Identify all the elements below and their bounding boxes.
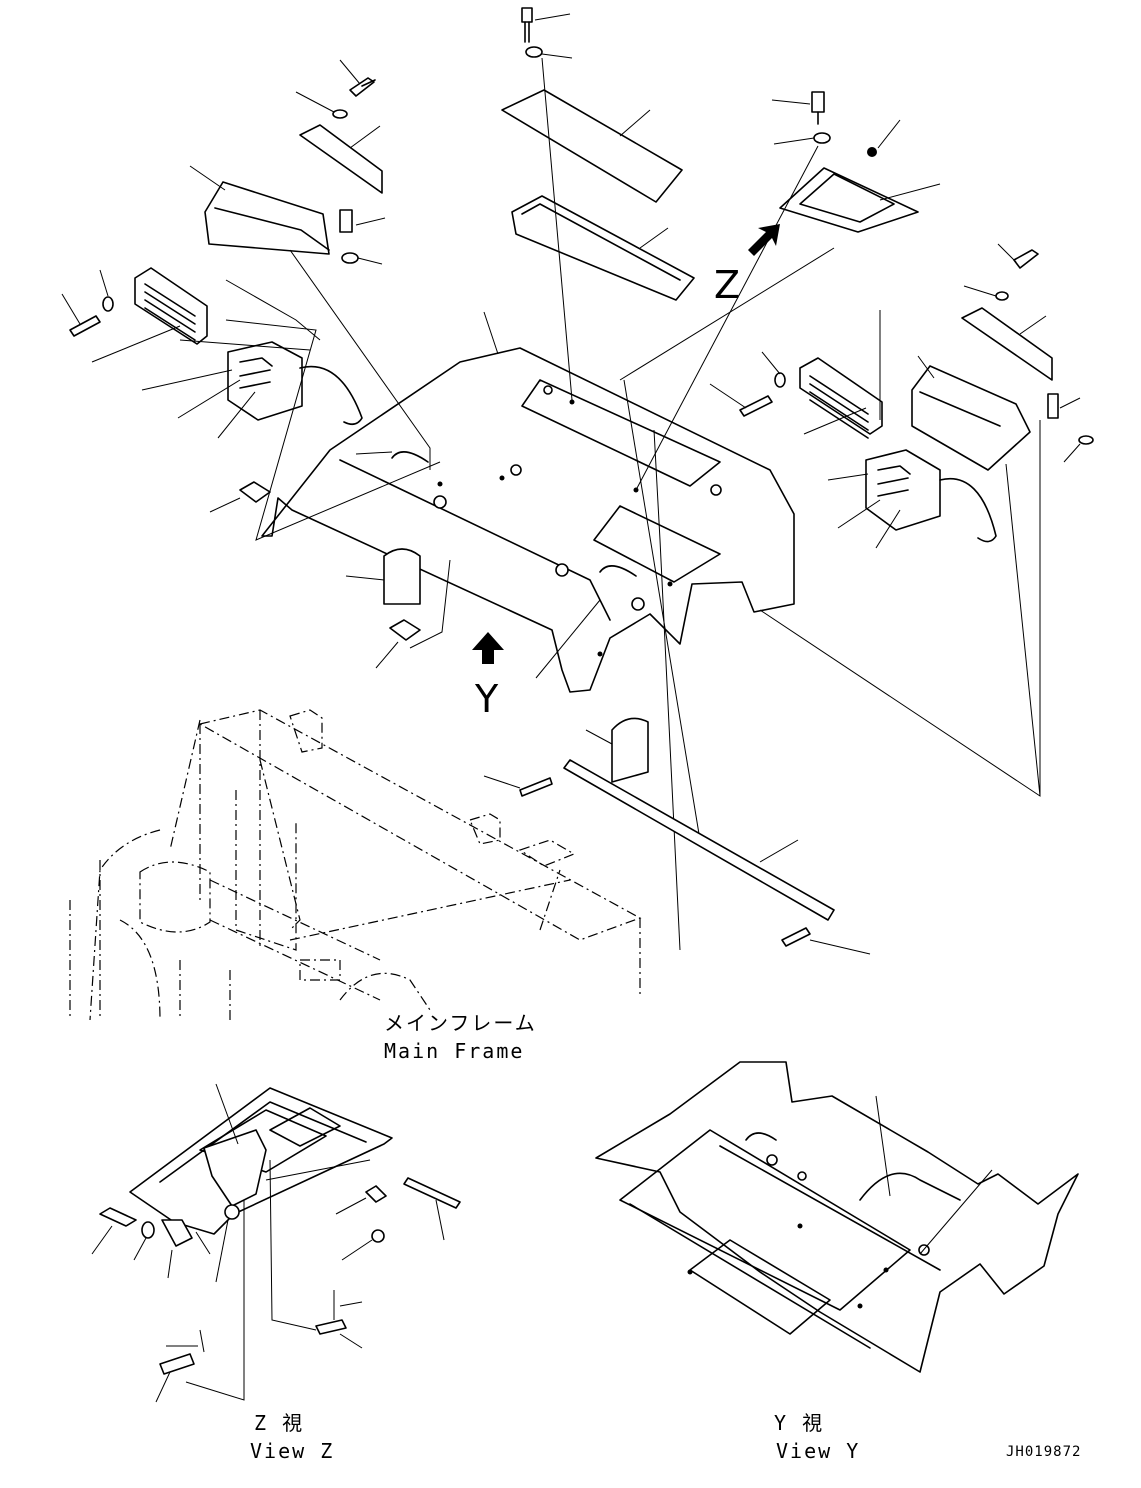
left-housing-assembly (61, 59, 386, 439)
right-top-lamp-box (771, 91, 941, 233)
right-housing-assembly (709, 243, 1094, 549)
top-cover-plate-assembly (501, 7, 695, 301)
main-frame-jp-label: メインフレーム (384, 1011, 537, 1035)
view-z-jp-label: Z 視 (254, 1411, 304, 1435)
arrow-y-label: Y (474, 677, 499, 721)
view-direction-arrow-icon (748, 224, 780, 256)
view-y-detail (595, 1061, 1079, 1373)
arrow-z-label: Z (714, 263, 740, 307)
view-y-jp-label: Y 視 (774, 1411, 824, 1435)
cab-roof-cover (261, 311, 795, 693)
assembly-lines (179, 57, 1041, 951)
view-z-arrow: Z (714, 224, 780, 307)
view-y-arrow: Y (472, 632, 504, 721)
mount-pads (209, 481, 649, 783)
main-frame-outline (69, 709, 642, 1021)
seal-strips (483, 759, 871, 955)
main-frame-en-label: Main Frame (384, 1039, 524, 1063)
view-z-en-label: View Z (250, 1439, 334, 1463)
view-y-en-label: View Y (776, 1439, 860, 1463)
view-direction-arrow-icon (472, 632, 504, 664)
view-z-detail (91, 1083, 461, 1403)
drawing-code: JH019872 (1006, 1444, 1081, 1460)
